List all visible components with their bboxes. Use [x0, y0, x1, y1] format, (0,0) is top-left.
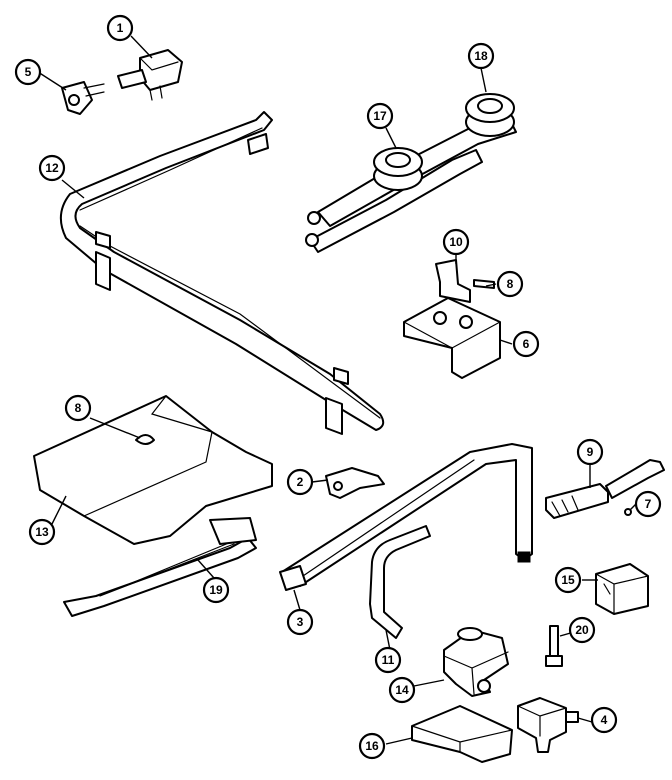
callout-15: 15 [554, 566, 582, 594]
callout-label: 6 [523, 337, 530, 351]
callout-label: 12 [45, 161, 59, 175]
callout-label: 9 [587, 445, 594, 459]
part-shield-13 [33, 395, 273, 545]
callout-20: 20 [568, 616, 596, 644]
callout-18: 18 [467, 42, 495, 70]
callout-10: 10 [442, 228, 470, 256]
callout-label: 17 [373, 109, 387, 123]
callout-11: 11 [374, 646, 402, 674]
callout-5: 5 [14, 58, 42, 86]
callout-label: 20 [575, 623, 589, 637]
part-hose-11 [369, 525, 431, 639]
part-fitting-20 [545, 625, 563, 667]
callout-19: 19 [202, 576, 230, 604]
callout-label: 3 [297, 615, 304, 629]
callout-label: 19 [209, 583, 223, 597]
callout-label: 2 [297, 475, 304, 489]
part-bracket-6-group [403, 259, 501, 379]
callout-label: 11 [382, 653, 395, 667]
callout-16: 16 [358, 732, 386, 760]
callout-3: 3 [286, 608, 314, 636]
part-tube-3 [279, 443, 533, 591]
callout-9: 9 [576, 438, 604, 466]
part-manifold-12 [59, 111, 385, 435]
callout-label: 18 [474, 49, 488, 63]
part-bracket-5 [61, 81, 105, 115]
part-igniter-9 [545, 459, 665, 519]
part-bracket-16 [411, 705, 513, 763]
callout-17: 17 [366, 102, 394, 130]
callout-14: 14 [388, 676, 416, 704]
callout-12: 12 [38, 154, 66, 182]
callout-label: 15 [561, 573, 575, 587]
callout-label: 4 [601, 713, 608, 727]
callout-label: 13 [35, 525, 49, 539]
callout-1: 1 [106, 14, 134, 42]
callout-7: 7 [634, 490, 662, 518]
part-bracket-2 [325, 467, 385, 499]
callout-8-upper: 8 [496, 270, 524, 298]
part-module-15 [595, 563, 649, 615]
part-burner-assembly [305, 93, 517, 253]
callout-2: 2 [286, 468, 314, 496]
part-regulator-14 [443, 627, 509, 697]
callout-label: 10 [449, 235, 463, 249]
callout-label: 7 [645, 497, 652, 511]
callout-6: 6 [512, 330, 540, 358]
callout-label: 16 [365, 739, 379, 753]
callout-label: 5 [25, 65, 32, 79]
callout-label: 8 [75, 401, 82, 415]
part-valve-4 [517, 697, 579, 753]
callout-label: 1 [117, 21, 124, 35]
callout-label: 14 [395, 683, 409, 697]
leader-lines [37, 35, 637, 745]
callout-13: 13 [28, 518, 56, 546]
callout-4: 4 [590, 706, 618, 734]
part-strip-19 [63, 517, 257, 617]
part-switch-1 [117, 49, 183, 101]
callout-label: 8 [507, 277, 514, 291]
callout-8-lower: 8 [64, 394, 92, 422]
